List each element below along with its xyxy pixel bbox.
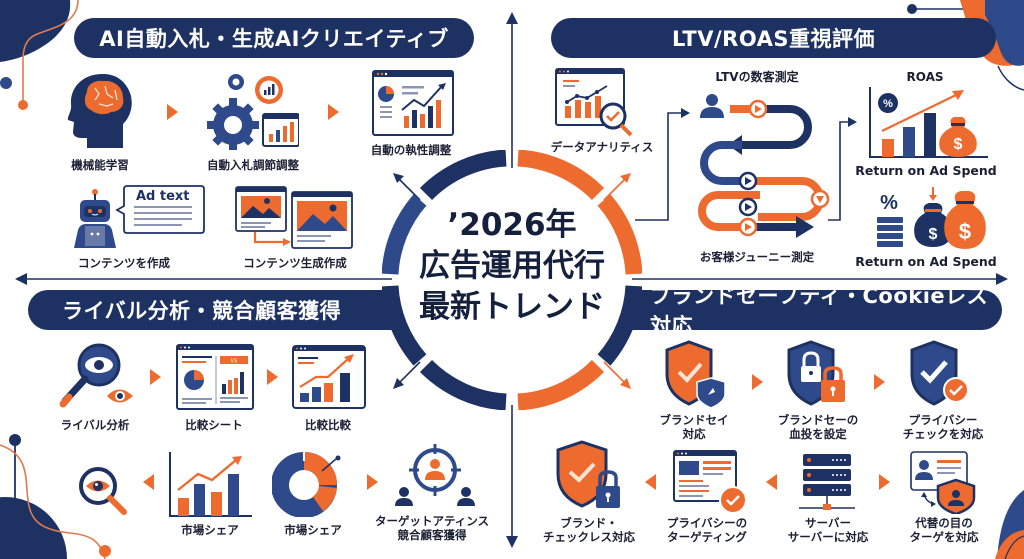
- arrow-right-icon: [879, 474, 890, 490]
- roas-chart-icon: % $: [869, 87, 988, 158]
- corner-decoration-bottom-right: [995, 490, 1024, 559]
- center-title-main: 広告運用代行: [419, 248, 605, 284]
- target-audience-icon: [395, 444, 475, 506]
- svg-text:$: $: [929, 226, 938, 243]
- arrow-right-icon: [150, 369, 161, 385]
- banner-rival-analysis: ライバル分析・競合顧客獲得: [28, 290, 393, 330]
- arrow-right-icon: [874, 374, 885, 390]
- center-title: ’2026年 広告運用代行 最新トレンド: [400, 205, 624, 328]
- label-market-share: 市場シェア: [181, 523, 239, 537]
- image-windows-icon: [235, 186, 353, 249]
- arrow-right-icon: [328, 104, 339, 120]
- id-card-shield-icon: [910, 451, 976, 514]
- analytics-magnifier-icon: [555, 68, 633, 137]
- banner-ai-bidding: AI自動入札・生成AIクリエイティブ: [74, 18, 474, 58]
- arrow-left-icon: [645, 474, 656, 490]
- label-return-on-ad-spend-2: Return on Ad Spend: [855, 254, 997, 269]
- heading-roas: ROAS: [906, 70, 944, 84]
- arrow-left-icon: [766, 474, 777, 490]
- label-brand-cookieless: ブランド・ チェックレス対応: [543, 516, 635, 544]
- robot-ad-text-icon: [74, 185, 205, 248]
- label-brand-safety-setting: ブランドセーの 血投を設定: [777, 413, 859, 441]
- svg-text:VS: VS: [231, 359, 238, 365]
- growth-chart-window-icon: [292, 345, 366, 409]
- corner-decoration-top-left: [0, 0, 79, 110]
- arrow-left-icon: [143, 474, 154, 490]
- bar-trend-icon: [169, 452, 252, 517]
- label-privacy-check: プライバシー チェックを対応: [902, 413, 984, 441]
- label-data-analytics: データアナリティス: [550, 140, 654, 154]
- eye-search-icon: [79, 467, 127, 515]
- money-bags-icon: % $ $: [877, 187, 986, 249]
- dashboard-chart-icon: [372, 70, 454, 136]
- shield-lock-icon: [787, 340, 845, 406]
- arrow-right-icon: [267, 369, 278, 385]
- label-customer-journey: お客様ジューニー測定: [699, 250, 815, 264]
- customer-journey-icon: [698, 94, 830, 238]
- banner-ltv-roas: LTV/ROAS重視評価: [551, 18, 996, 58]
- label-create-content: コンテンツを作成: [78, 256, 170, 270]
- label-auto-adjust: 自動の執性調整: [370, 143, 452, 157]
- label-market-share-2: 市場シェア: [284, 523, 342, 537]
- arrow-right-icon: [752, 374, 763, 390]
- label-comparison: 比較比較: [305, 418, 351, 432]
- shield-badge-icon: [910, 340, 969, 406]
- shield-check-icon: [665, 340, 726, 408]
- corner-decoration-bottom-left: [0, 434, 111, 559]
- center-title-sub: 最新トレンド: [419, 289, 605, 325]
- arrow-right-icon: [167, 104, 178, 120]
- gears-chart-icon: [207, 74, 299, 150]
- heading-ltv: LTVの数客測定: [715, 70, 799, 84]
- svg-text:$: $: [954, 136, 963, 153]
- label-server: サーバー サーバーに対応: [787, 516, 869, 544]
- label-return-on-ad-spend: Return on Ad Spend: [855, 163, 997, 178]
- label-machine-learning: 機械能学習: [71, 158, 129, 172]
- svg-text:%: %: [880, 192, 898, 214]
- label-target-audience: ターゲットアティンス 競合顧客獲得: [374, 514, 490, 542]
- magnifier-eye-icon: [59, 343, 133, 408]
- label-alternative-targeting: 代替の目の ターゲを対応: [909, 516, 979, 544]
- svg-text:$: $: [959, 219, 971, 244]
- label-rival-analysis: ライバル分析: [60, 418, 130, 432]
- privacy-window-icon: [673, 450, 747, 514]
- svg-text:%: %: [883, 98, 893, 110]
- comparison-sheet-icon: VS: [176, 344, 254, 410]
- label-comparison-sheet: 比較シート: [185, 418, 243, 432]
- label-privacy-targeting: プライバシーの ターゲティング: [666, 516, 748, 544]
- shield-padlock-icon: [556, 440, 620, 508]
- ad-text-bubble-label: Ad text: [136, 189, 190, 204]
- donut-chart-icon: [272, 451, 341, 517]
- banner-brand-safety: ブランドセーフティ・Cookieレス対応: [630, 284, 1002, 338]
- arrow-right-icon: [367, 474, 378, 490]
- label-brand-safety: ブランドセイ 対応: [659, 413, 729, 441]
- server-icon: [799, 454, 855, 510]
- brain-head-icon: [67, 74, 132, 148]
- label-auto-bidding: 自動入札調節調整: [207, 158, 299, 172]
- label-generate-content: コンテンツ生成作成: [243, 256, 347, 270]
- center-title-year: ’2026年: [447, 207, 577, 243]
